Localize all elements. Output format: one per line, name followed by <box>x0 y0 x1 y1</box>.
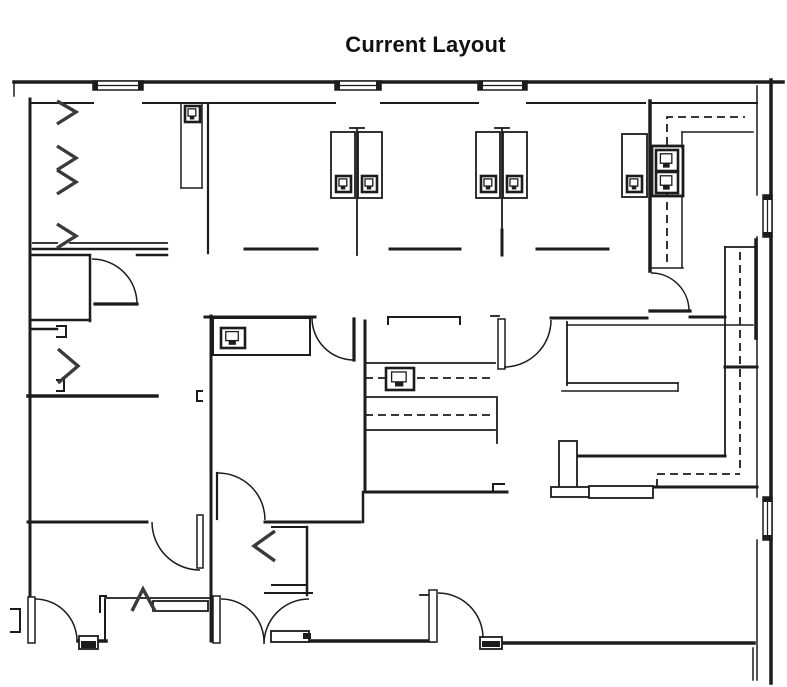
door-leaf <box>497 318 506 370</box>
wall-notch <box>56 325 67 338</box>
folding-door-symbol <box>56 168 80 196</box>
door-swing-arc <box>263 598 310 645</box>
window-post <box>522 81 527 90</box>
wall-fixture-detail <box>366 185 372 190</box>
counter-end <box>303 633 311 639</box>
sink-detail <box>663 163 670 168</box>
bench <box>558 440 578 489</box>
folding-door-symbol <box>56 347 81 385</box>
folding-door-symbol <box>56 222 80 250</box>
bench <box>588 485 654 499</box>
bench <box>550 486 593 498</box>
window-post <box>763 497 772 502</box>
door-threshold-dark <box>482 641 500 647</box>
door-swing-arc <box>151 521 201 571</box>
wall-fixture-detail <box>189 115 195 120</box>
door-swing-arc <box>217 472 266 521</box>
window-post <box>763 195 772 200</box>
folding-door-symbol <box>56 144 80 172</box>
sink <box>654 170 680 195</box>
window-post <box>93 81 98 90</box>
wall-bracket <box>492 483 505 492</box>
window-post <box>478 81 483 90</box>
wall-fixture-detail <box>340 185 346 190</box>
sink-cabinet <box>650 144 685 198</box>
window-post <box>763 535 772 540</box>
folding-door-symbol <box>130 585 157 612</box>
door-swing-arc <box>503 319 552 368</box>
door-swing-arc <box>437 592 484 639</box>
door-swing-arc <box>220 598 265 643</box>
equipment-fixture-detail <box>394 381 404 387</box>
door-leaf <box>212 595 221 644</box>
counter-fixture-detail <box>228 340 236 345</box>
overhead-cabinet-dashed <box>666 116 745 262</box>
counter <box>212 317 311 356</box>
wall-fixture-detail <box>511 185 517 190</box>
door-swing-arc <box>311 317 355 361</box>
door-threshold-dark <box>81 641 96 648</box>
window-post <box>763 232 772 237</box>
entry-alcove-bracket <box>99 595 107 613</box>
door-swing-arc <box>650 272 690 312</box>
sink-detail <box>663 185 670 190</box>
door-leaf <box>428 589 438 643</box>
door-swing-arc <box>91 258 138 305</box>
door-swing-arc <box>34 598 78 642</box>
overhead-cabinet-dashed <box>656 473 740 487</box>
folding-door-symbol <box>56 99 80 126</box>
page-title: Current Layout <box>345 32 506 57</box>
window-post <box>138 81 143 90</box>
folding-door-symbol <box>251 529 276 563</box>
reception-counter <box>152 600 209 612</box>
wall-fixture-detail <box>485 185 491 190</box>
door-leaf <box>27 596 36 644</box>
wall-notch <box>196 390 203 402</box>
counter-fixture <box>219 326 247 350</box>
window-post <box>335 81 340 90</box>
wall-fixture-detail <box>631 185 637 190</box>
door-leaf <box>196 514 204 569</box>
exterior-door-frame <box>10 608 21 633</box>
cased-opening-header <box>387 316 461 325</box>
equipment-fixture <box>384 366 416 392</box>
window-post <box>376 81 381 90</box>
